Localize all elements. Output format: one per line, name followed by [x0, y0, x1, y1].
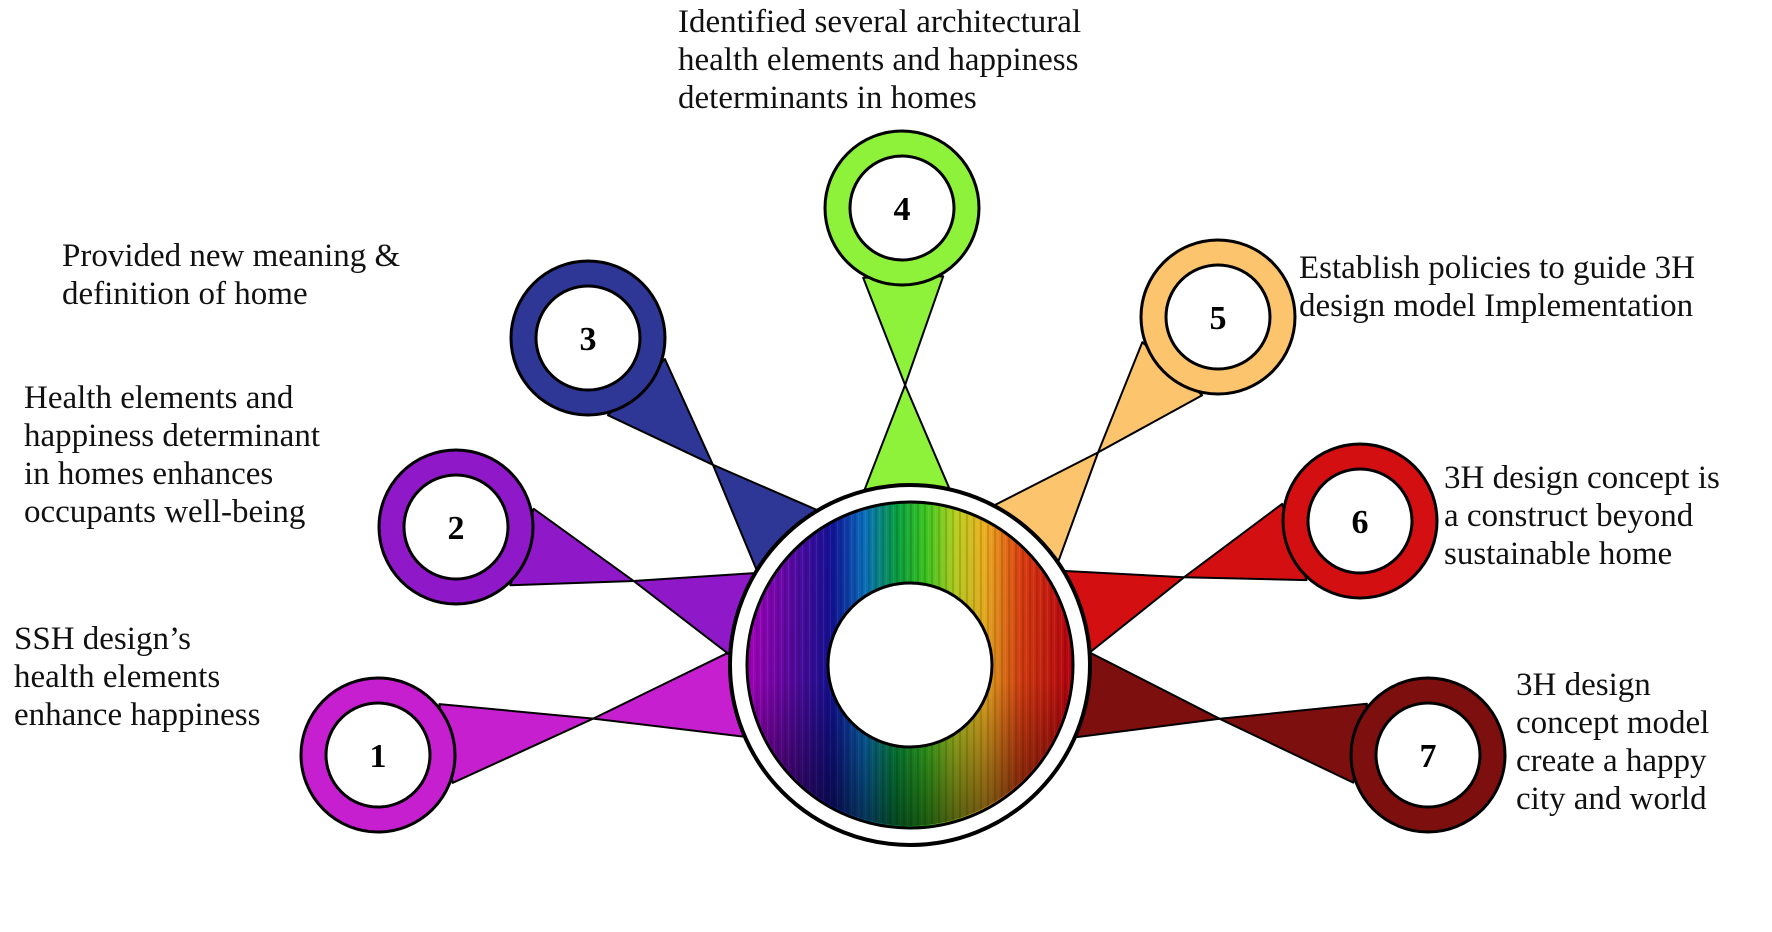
node-6: 6: [1281, 442, 1439, 600]
caption-4-line-3: determinants in homes: [678, 80, 977, 116]
caption-4-line-1: Identified several architectural: [678, 4, 1082, 40]
node-2-number: 2: [448, 510, 465, 547]
node-1-number: 1: [370, 738, 387, 775]
caption-3: Provided new meaning & definition of hom…: [62, 237, 400, 313]
caption-7-line-3: create a happy: [1516, 743, 1707, 779]
node-4: 4: [823, 129, 981, 287]
caption-6: 3H design concept is a construct beyond …: [1444, 459, 1720, 573]
caption-7-line-2: concept model: [1516, 705, 1710, 741]
caption-2-line-2: happiness determinant: [24, 418, 321, 454]
caption-6-line-2: a construct beyond: [1444, 498, 1694, 534]
caption-5-line-1: Establish policies to guide 3H: [1299, 250, 1695, 286]
caption-7: 3H design concept model create a happy c…: [1516, 666, 1709, 818]
connector-4-inner: [862, 384, 952, 495]
caption-6-line-3: sustainable home: [1444, 536, 1673, 572]
central-hub: [728, 483, 1092, 847]
caption-1: SSH design’s health elements enhance hap…: [14, 620, 261, 734]
caption-1-line-2: health elements: [14, 659, 221, 695]
connector-layer: [438, 275, 1368, 784]
caption-3-line-1: Provided new meaning &: [62, 238, 401, 274]
node-4-disc: [848, 154, 956, 262]
node-1: 1: [299, 676, 457, 834]
caption-2: Health elements and happiness determinan…: [24, 379, 320, 531]
node-2-disc: [402, 473, 510, 581]
caption-2-line-1: Health elements and: [24, 380, 294, 416]
node-6-number: 6: [1352, 504, 1369, 541]
caption-3-line-2: definition of home: [62, 276, 308, 312]
connector-1-inner: [592, 649, 749, 739]
caption-1-line-1: SSH design’s: [14, 621, 191, 657]
node-7-number: 7: [1420, 738, 1437, 775]
node-6-disc: [1306, 467, 1414, 575]
caption-2-line-3: in homes enhances: [24, 456, 274, 492]
node-5-disc: [1164, 263, 1272, 371]
caption-1-line-3: enhance happiness: [14, 697, 261, 733]
caption-5: Establish policies to guide 3H design mo…: [1299, 249, 1695, 325]
node-4-number: 4: [894, 191, 911, 228]
caption-5-line-2: design model Implementation: [1299, 288, 1694, 324]
node-3: 3: [509, 259, 667, 417]
node-2: 2: [377, 448, 535, 606]
node-5-number: 5: [1210, 300, 1227, 337]
node-3-number: 3: [580, 321, 597, 358]
connector-7-outer: [1218, 702, 1368, 784]
node-1-disc: [324, 701, 432, 809]
node-7: 7: [1349, 676, 1507, 834]
node-5: 5: [1139, 238, 1297, 396]
caption-6-line-1: 3H design concept is: [1444, 460, 1720, 496]
connector-4-outer: [862, 275, 945, 386]
node-7-disc: [1374, 701, 1482, 809]
connector-7-inner: [1070, 650, 1221, 739]
node-3-disc: [534, 284, 642, 392]
caption-7-line-4: city and world: [1516, 781, 1707, 817]
connector-1-outer: [438, 703, 595, 784]
caption-4-line-2: health elements and happiness: [678, 42, 1079, 78]
caption-7-line-1: 3H design: [1516, 667, 1651, 703]
caption-4: Identified several architectural health …: [678, 3, 1081, 117]
caption-2-line-4: occupants well-being: [24, 494, 306, 530]
node-layer: 1 2 3 4 5 6 7: [299, 129, 1507, 834]
hub-center-hole: [826, 581, 994, 749]
